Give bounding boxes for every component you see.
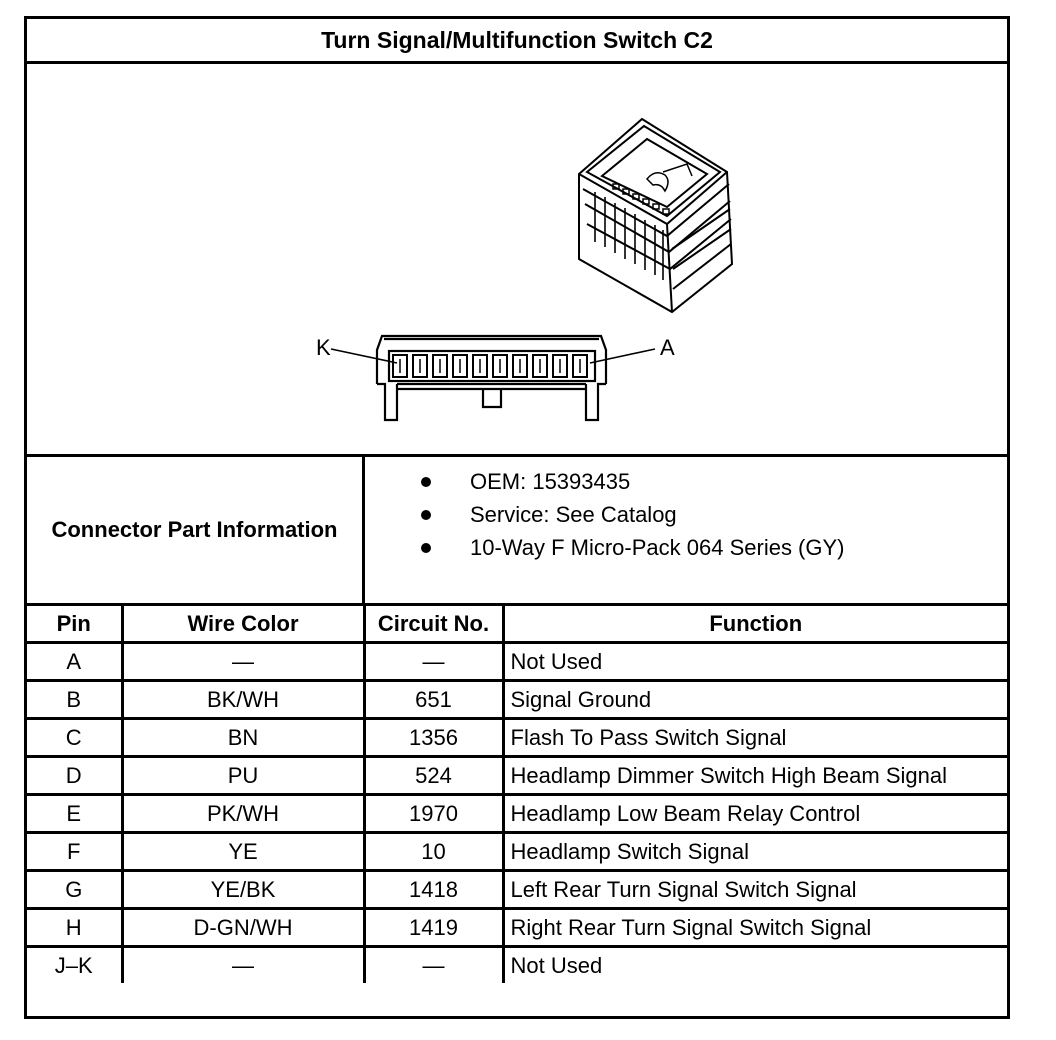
function-cell: Headlamp Dimmer Switch High Beam Signal: [501, 755, 1007, 796]
pin-cell: D: [27, 755, 124, 796]
header-pin: Pin: [27, 606, 124, 644]
wire-color-cell: —: [120, 641, 366, 682]
circuit-cell: 1356: [362, 717, 505, 758]
table-header-row: Pin Wire Color Circuit No. Function: [27, 606, 1007, 644]
wire-color-cell: YE: [120, 831, 366, 872]
pinout-table: Pin Wire Color Circuit No. Function A — …: [27, 606, 1007, 983]
wire-color-cell: D-GN/WH: [120, 907, 366, 948]
circuit-cell: 1419: [362, 907, 505, 948]
table-row: G YE/BK 1418 Left Rear Turn Signal Switc…: [27, 869, 1007, 910]
function-cell: Not Used: [501, 641, 1007, 682]
header-wire-color: Wire Color: [120, 606, 366, 644]
function-cell: Headlamp Switch Signal: [501, 831, 1007, 872]
pin-cell: B: [27, 679, 124, 720]
table-row: E PK/WH 1970 Headlamp Low Beam Relay Con…: [27, 793, 1007, 834]
table-row: J–K — — Not Used: [27, 945, 1007, 983]
bullet-icon: [421, 543, 431, 553]
table-row: B BK/WH 651 Signal Ground: [27, 679, 1007, 720]
pin-cell: F: [27, 831, 124, 872]
function-cell: Headlamp Low Beam Relay Control: [501, 793, 1007, 834]
circuit-cell: 10: [362, 831, 505, 872]
table-row: A — — Not Used: [27, 641, 1007, 682]
table-row: D PU 524 Headlamp Dimmer Switch High Bea…: [27, 755, 1007, 796]
page-title: Turn Signal/Multifunction Switch C2: [27, 19, 1007, 64]
connector-part-info-label: Connector Part Information: [27, 457, 365, 603]
header-circuit-no: Circuit No.: [362, 606, 505, 644]
circuit-cell: 651: [362, 679, 505, 720]
circuit-cell: 1418: [362, 869, 505, 910]
wire-color-cell: —: [120, 945, 366, 983]
connector-part-info-list: OEM: 15393435 Service: See Catalog 10-Wa…: [365, 457, 1007, 603]
function-cell: Right Rear Turn Signal Switch Signal: [501, 907, 1007, 948]
function-cell: Not Used: [501, 945, 1007, 983]
pin-cell: G: [27, 869, 124, 910]
table-row: H D-GN/WH 1419 Right Rear Turn Signal Sw…: [27, 907, 1007, 948]
wire-color-cell: PK/WH: [120, 793, 366, 834]
circuit-cell: —: [362, 641, 505, 682]
connector-diagram: K A: [27, 64, 1007, 457]
function-cell: Flash To Pass Switch Signal: [501, 717, 1007, 758]
pin-label-a: A: [660, 335, 675, 360]
bullet-icon: [421, 477, 431, 487]
table-row: C BN 1356 Flash To Pass Switch Signal: [27, 717, 1007, 758]
function-cell: Left Rear Turn Signal Switch Signal: [501, 869, 1007, 910]
connector-table-frame: Turn Signal/Multifunction Switch C2: [24, 16, 1010, 1019]
header-function: Function: [501, 606, 1007, 644]
pin-cell: H: [27, 907, 124, 948]
leader-line-a: [589, 348, 656, 364]
pin-label-k: K: [316, 335, 331, 360]
connector-drawing: K A: [316, 117, 734, 422]
wire-color-cell: BN: [120, 717, 366, 758]
pin-cell: C: [27, 717, 124, 758]
circuit-cell: —: [362, 945, 505, 983]
info-item: OEM: 15393435: [365, 465, 1005, 499]
info-item-text: 10-Way F Micro-Pack 064 Series (GY): [470, 535, 845, 560]
wire-color-cell: YE/BK: [120, 869, 366, 910]
info-item-text: Service: See Catalog: [470, 502, 677, 527]
connector-part-info: Connector Part Information OEM: 15393435…: [27, 457, 1007, 606]
pin-cell: J–K: [27, 945, 124, 983]
pin-cell: A: [27, 641, 124, 682]
table-row: F YE 10 Headlamp Switch Signal: [27, 831, 1007, 872]
connector-front-view: [330, 334, 656, 422]
circuit-cell: 524: [362, 755, 505, 796]
info-item-text: OEM: 15393435: [470, 469, 631, 494]
info-item: 10-Way F Micro-Pack 064 Series (GY): [365, 531, 1005, 565]
leader-line-k: [330, 348, 398, 364]
connector-isometric-view: [578, 117, 734, 314]
bullet-icon: [421, 510, 431, 520]
wire-color-cell: BK/WH: [120, 679, 366, 720]
circuit-cell: 1970: [362, 793, 505, 834]
pin-cell: E: [27, 793, 124, 834]
function-cell: Signal Ground: [501, 679, 1007, 720]
wire-color-cell: PU: [120, 755, 366, 796]
info-item: Service: See Catalog: [365, 498, 1005, 532]
